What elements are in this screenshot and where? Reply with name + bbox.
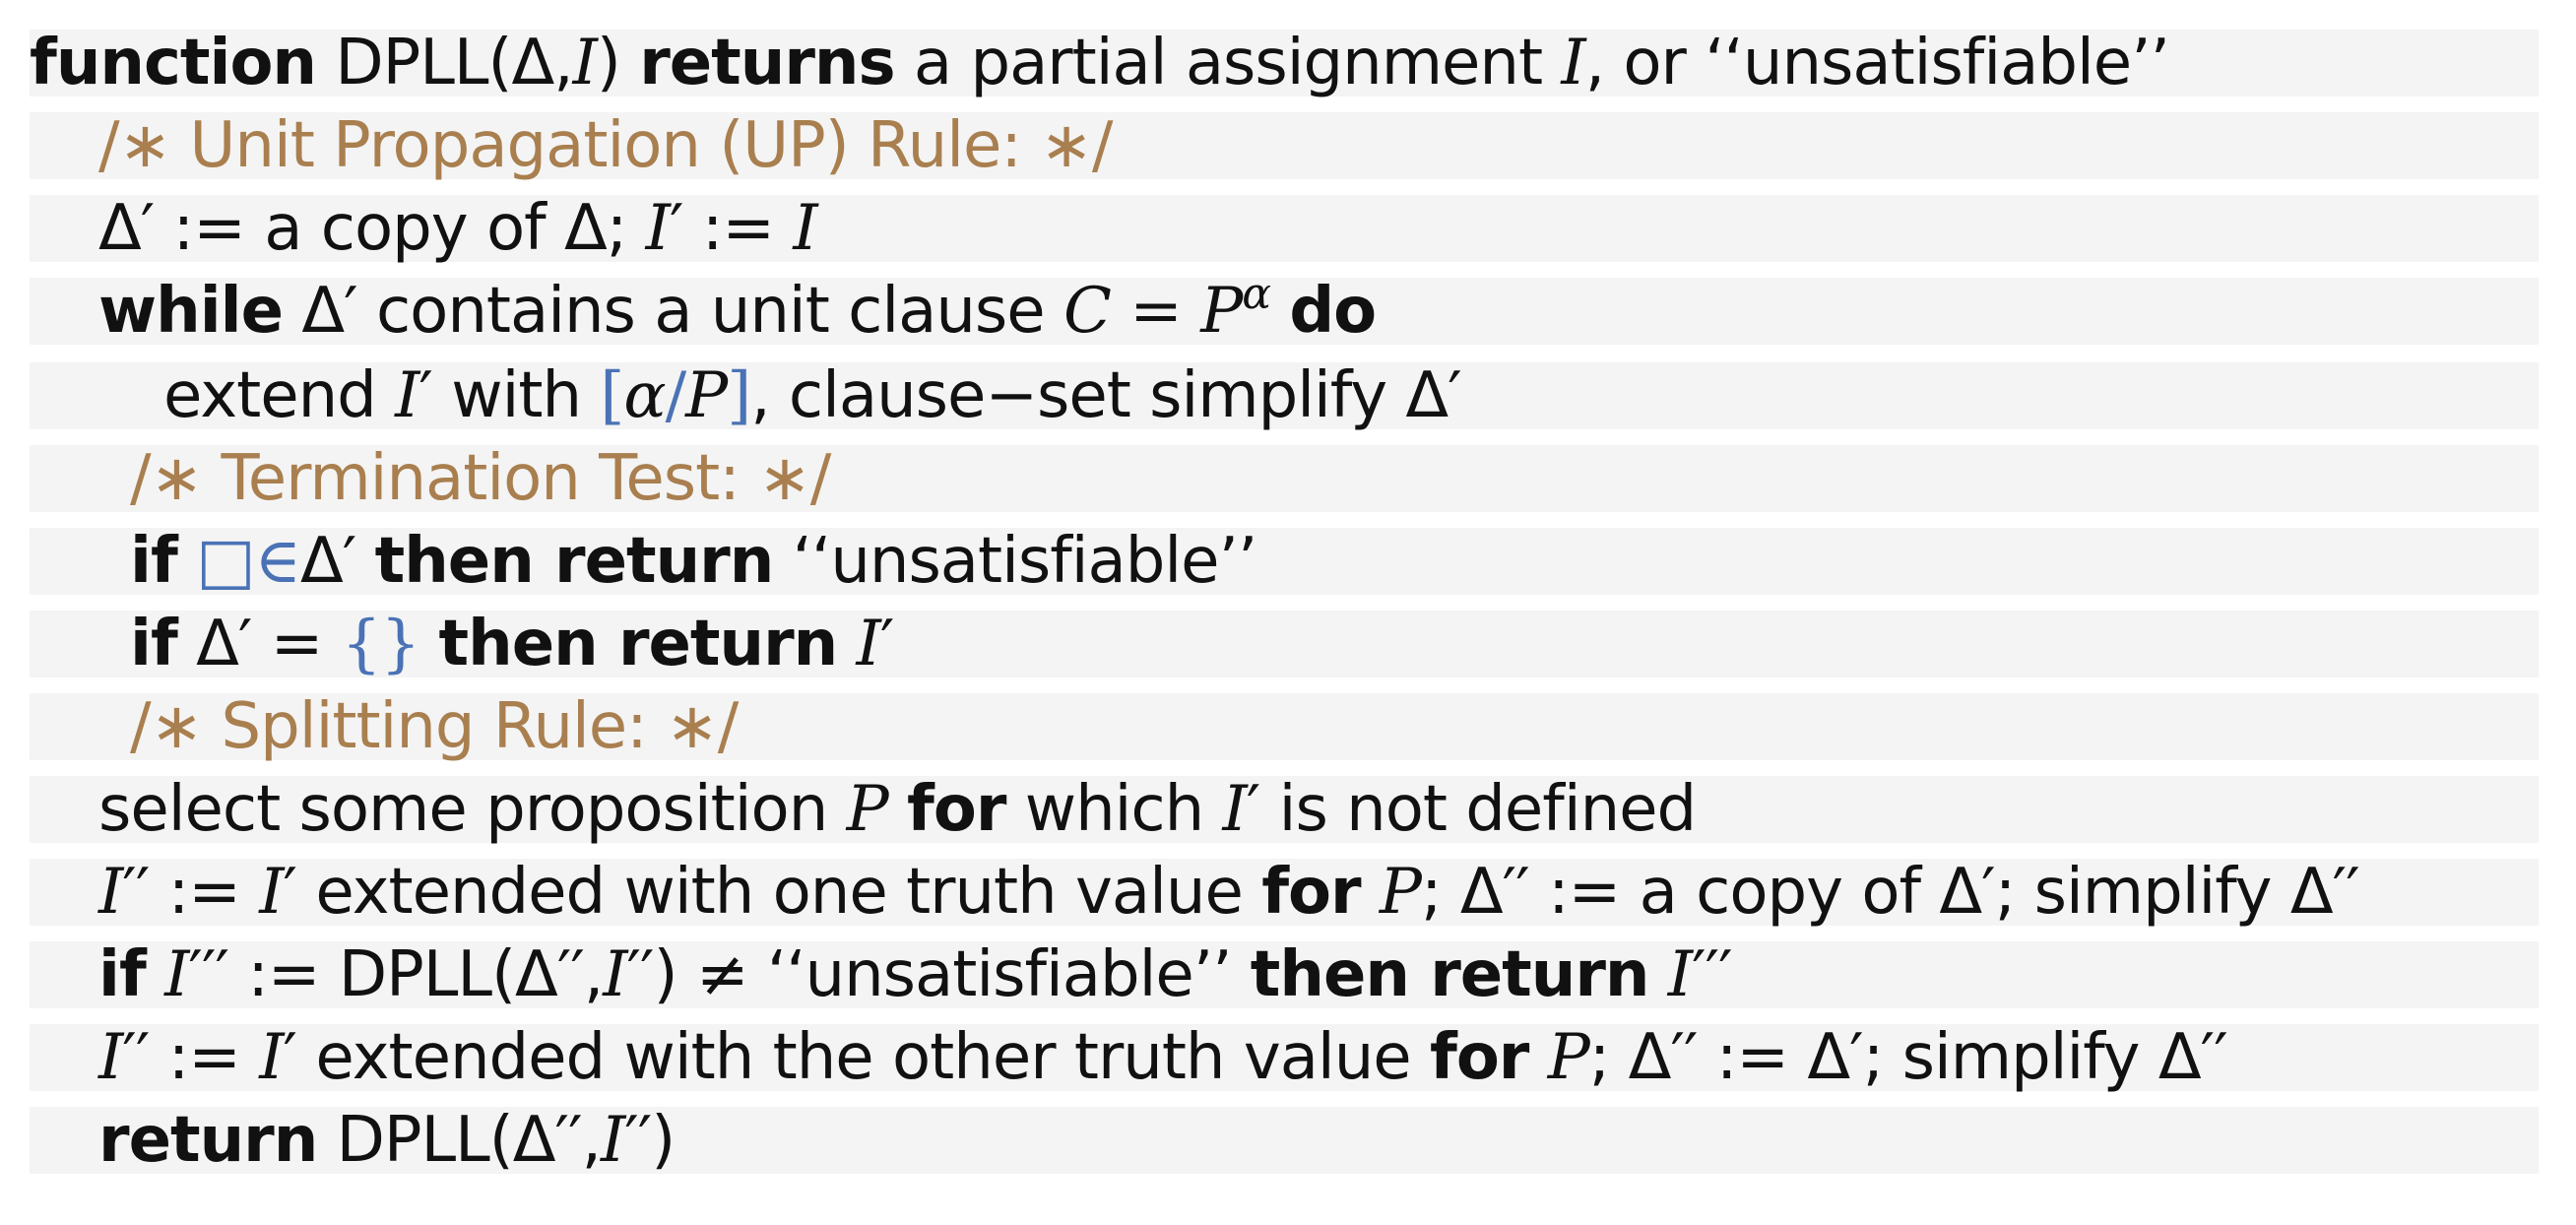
math-symbol: I — [395, 359, 419, 432]
code-line: /∗ Termination Test: ∗/ — [30, 445, 2539, 512]
text-segment: ′ is not defined — [1246, 773, 1697, 846]
code-line: if Δ′ = {} then return I′ — [30, 611, 2539, 677]
text-segment: which — [1005, 773, 1223, 846]
text-segment: ′ := — [669, 192, 794, 265]
keyword: function — [30, 27, 317, 99]
comment: /∗ Splitting Rule: ∗/ — [130, 690, 739, 763]
keyword: for — [907, 773, 1006, 846]
text-segment: ′′ := — [122, 856, 260, 929]
math-symbol: I — [603, 938, 627, 1011]
math-symbol: P — [685, 359, 728, 432]
text-segment: Δ′ = — [176, 608, 342, 680]
math-symbol: I — [1667, 938, 1693, 1011]
math-symbol: I — [1222, 773, 1248, 846]
keyword: then return — [438, 608, 839, 680]
math-symbol: I — [259, 1021, 284, 1094]
keyword: return — [98, 1104, 318, 1177]
text-segment — [837, 608, 856, 680]
text-segment: ′ extended with the other truth value — [283, 1021, 1430, 1094]
keyword: while — [98, 275, 284, 348]
keyword: if — [98, 938, 147, 1011]
math-symbol: P — [846, 773, 889, 846]
text-segment — [177, 525, 196, 598]
text-segment — [419, 608, 438, 680]
text-segment: Δ′ := a copy of Δ; — [98, 192, 646, 265]
math-symbol: I — [572, 27, 598, 99]
text-segment: DPLL(Δ, — [315, 27, 573, 99]
math-symbol: C — [1063, 275, 1112, 348]
text-segment: ′′′ := DPLL(Δ′′, — [188, 938, 604, 1011]
math-symbol: P — [1379, 856, 1422, 929]
text-segment — [1528, 1021, 1547, 1094]
math-symbol: I — [645, 192, 671, 265]
keyword: returns — [639, 27, 895, 99]
text-segment: ; Δ′′ := a copy of Δ′; simplify Δ′′ — [1420, 856, 2360, 929]
text-segment: ′ extended with one truth value — [283, 856, 1262, 929]
code-line: /∗ Splitting Rule: ∗/ — [30, 693, 2539, 760]
math-symbol: I — [1561, 27, 1585, 99]
text-segment: ′′) ≠ ‘‘unsatisfiable’’ — [626, 938, 1251, 1011]
comment: /∗ Termination Test: ∗/ — [130, 442, 831, 515]
code-line: I′′ := I′ extended with one truth value … — [30, 859, 2539, 926]
text-segment: ′ with — [419, 359, 601, 432]
math-symbol: [ — [600, 359, 624, 432]
math-symbol: / — [665, 359, 687, 432]
code-line: /∗ Unit Propagation (UP) Rule: ∗/ — [30, 112, 2539, 179]
math-symbol: I — [259, 856, 284, 929]
math-symbol: I — [793, 192, 817, 265]
code-line: select some proposition P for which I′ i… — [30, 776, 2539, 843]
text-segment: , clause−set simplify Δ′ — [750, 359, 1462, 432]
keyword: for — [1429, 1021, 1529, 1094]
text-segment: , or ‘‘unsatisfiable’’ — [1584, 27, 2170, 99]
text-segment: extend — [163, 359, 396, 432]
keyword: then return — [374, 525, 775, 598]
code-line: Δ′ := a copy of Δ; I′ := I — [30, 195, 2539, 262]
text-segment: Δ′ contains a unit clause — [282, 275, 1063, 348]
code-line: I′′ := I′ extended with the other truth … — [30, 1024, 2539, 1091]
text-segment: ′′) — [624, 1104, 676, 1177]
keyword: then return — [1250, 938, 1650, 1011]
keyword: if — [130, 608, 178, 680]
keyword: for — [1261, 856, 1361, 929]
math-symbol: I — [164, 938, 189, 1011]
text-segment — [1270, 275, 1289, 348]
text-segment: DPLL(Δ′′, — [317, 1104, 602, 1177]
math-symbol: I — [98, 1021, 123, 1094]
text-segment: ′′ := — [122, 1021, 260, 1094]
code-line: function DPLL(Δ,I) returns a partial ass… — [30, 30, 2539, 97]
math-symbol: I — [98, 856, 123, 929]
math-symbol: I — [856, 608, 881, 680]
comment: /∗ Unit Propagation (UP) Rule: ∗/ — [98, 109, 1113, 182]
text-segment — [146, 938, 164, 1011]
math-symbol: P — [1200, 275, 1243, 348]
text-segment: ; Δ′′ := Δ′; simplify Δ′′ — [1588, 1021, 2228, 1094]
text-segment — [1361, 856, 1380, 929]
keyword: if — [130, 525, 178, 598]
math-symbol: ] — [727, 359, 751, 432]
text-segment: ) — [596, 27, 640, 99]
text-segment: a partial assignment — [894, 27, 1562, 99]
keyword: do — [1289, 275, 1377, 348]
code-line: return DPLL(Δ′′,I′′) — [30, 1107, 2539, 1174]
text-segment: select some proposition — [98, 773, 847, 846]
math-symbol: {} — [341, 608, 420, 680]
text-segment: ′′′ — [1692, 938, 1733, 1011]
math-symbol: I — [600, 1104, 625, 1177]
text-segment — [888, 773, 907, 846]
code-line: while Δ′ contains a unit clause C = Pα d… — [30, 272, 2539, 348]
text-segment: ‘‘unsatisfiable’’ — [773, 525, 1258, 598]
code-line: if I′′′ := DPLL(Δ′′,I′′) ≠ ‘‘unsatisfiab… — [30, 941, 2539, 1008]
text-segment: ′ — [879, 608, 894, 680]
code-line: extend I′ with [α/P], clause−set simplif… — [30, 362, 2539, 429]
math-symbol: P — [1547, 1021, 1590, 1094]
math-symbol: α — [1242, 268, 1271, 319]
math-symbol: α — [623, 359, 666, 432]
code-line: if □∈Δ′ then return ‘‘unsatisfiable’’ — [30, 528, 2539, 595]
text-segment: Δ′ — [299, 525, 375, 598]
text-segment — [1648, 938, 1667, 1011]
math-symbol: □∈ — [196, 525, 301, 598]
text-segment: = — [1110, 275, 1201, 348]
